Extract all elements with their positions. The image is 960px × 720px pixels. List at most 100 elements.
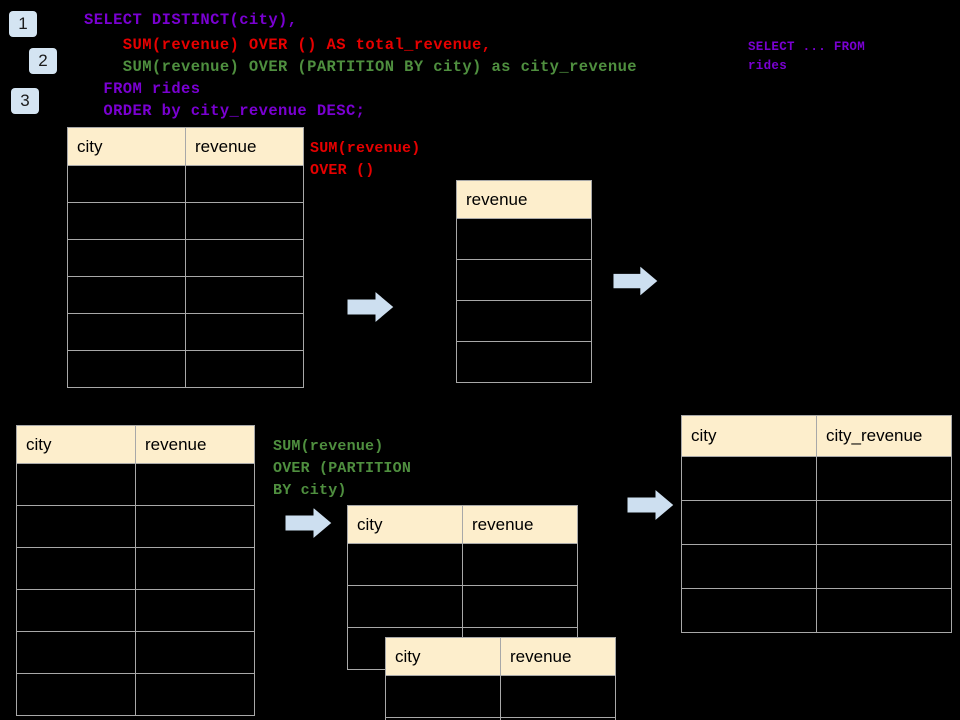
table-cell [185,313,304,351]
column-header-city: city [16,425,136,464]
table-cell [347,585,463,628]
table-header-row: city revenue [347,505,578,544]
table-cell [385,675,501,718]
table-row [681,456,952,501]
column-header-revenue: revenue [185,127,304,166]
table-cell [185,350,304,388]
table-cell [16,631,136,674]
column-header-city-revenue: city_revenue [816,415,952,457]
rides-source-table-bottom: city revenue [16,425,255,716]
sidenote-select-from-rides: SELECT ... FROM rides [748,40,866,73]
table-row [385,675,616,718]
table-cell [135,589,255,632]
table-row [16,589,255,632]
arrow-total-to-result [613,264,659,298]
table-cell [67,276,186,314]
table-cell [67,350,186,388]
table-cell [16,463,136,506]
table-cell [456,218,592,260]
step-badge-3: 3 [11,88,39,114]
table-cell [816,588,952,633]
column-header-city: city [347,505,463,544]
table-cell [67,313,186,351]
table-cell [500,717,616,720]
arrow-source-to-total [347,290,395,324]
table-row [385,717,616,720]
table-row [347,585,578,628]
column-header-city: city [681,415,817,457]
table-cell [16,589,136,632]
table-cell [462,585,578,628]
sql-line-select-distinct: SELECT DISTINCT(city), [84,11,298,29]
table-cell [347,543,463,586]
table-cell [681,500,817,545]
column-header-revenue: revenue [500,637,616,676]
annotation-over-empty: SUM(revenue) OVER () [310,140,421,179]
table-row [67,202,304,240]
table-row [456,300,592,342]
sql-line-order-by: ORDER by city_revenue DESC; [84,102,366,120]
table-cell [500,675,616,718]
table-cell [462,543,578,586]
table-row [16,547,255,590]
table-cell [185,276,304,314]
table-cell [67,202,186,240]
table-cell [67,239,186,277]
table-cell [135,631,255,674]
column-header-revenue: revenue [462,505,578,544]
table-cell [456,300,592,342]
table-cell [16,547,136,590]
table-row [16,673,255,716]
table-row [347,543,578,586]
table-cell [816,500,952,545]
rides-source-table: city revenue [67,127,304,388]
table-cell [185,165,304,203]
table-cell [135,505,255,548]
table-header-row: city revenue [16,425,255,464]
table-cell [16,673,136,716]
column-header-revenue: revenue [135,425,255,464]
table-cell [67,165,186,203]
table-row [456,218,592,260]
table-row [16,463,255,506]
table-row [67,313,304,351]
table-cell [681,456,817,501]
table-cell [135,547,255,590]
table-row [681,588,952,633]
table-row [456,259,592,301]
step-badge-1: 1 [9,11,37,37]
table-cell [185,239,304,277]
table-row [67,239,304,277]
partition-group-table-front: city revenue [385,637,616,720]
table-row [16,631,255,674]
final-result-table: city city_revenue [681,415,952,633]
table-cell [456,259,592,301]
sql-line-from: FROM rides [84,80,201,98]
arrow-source-to-partition [285,506,333,540]
table-row [16,505,255,548]
table-header-row: city revenue [385,637,616,676]
table-cell [135,463,255,506]
table-row [681,500,952,545]
column-header-revenue: revenue [456,180,592,219]
column-header-city: city [67,127,186,166]
table-row [67,350,304,388]
sql-line-sum-over-empty: SUM(revenue) OVER () AS total_revenue, [84,36,492,54]
table-cell [816,544,952,589]
table-row [67,165,304,203]
table-row [67,276,304,314]
table-cell [185,202,304,240]
annotation-over-partition: SUM(revenue) OVER (PARTITION BY city) [273,438,412,499]
table-cell [816,456,952,501]
table-row [681,544,952,589]
table-cell [681,544,817,589]
table-header-row: city revenue [67,127,304,166]
table-cell [456,341,592,383]
total-revenue-table: revenue [456,180,592,383]
table-header-row: revenue [456,180,592,219]
sql-line-sum-over-partition: SUM(revenue) OVER (PARTITION BY city) as… [84,58,637,76]
table-row [456,341,592,383]
column-header-city: city [385,637,501,676]
table-header-row: city city_revenue [681,415,952,457]
